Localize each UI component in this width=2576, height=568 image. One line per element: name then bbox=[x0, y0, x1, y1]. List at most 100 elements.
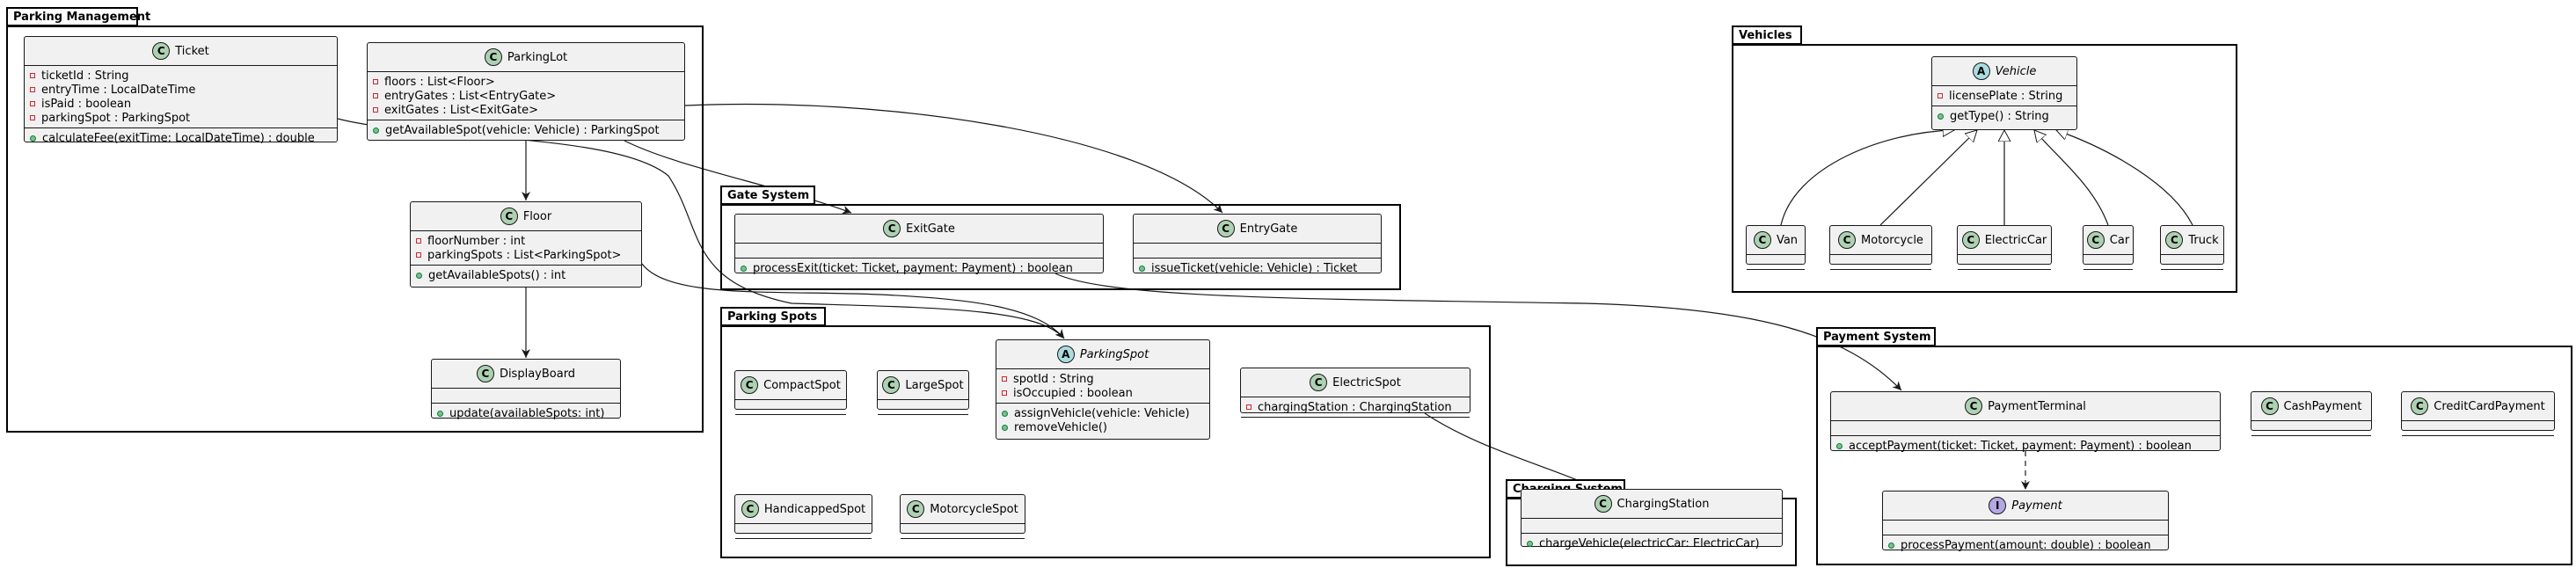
attributes-section bbox=[432, 389, 620, 404]
attributes-section bbox=[2251, 421, 2371, 436]
class-name: Floor bbox=[522, 209, 552, 223]
class-name: CashPayment bbox=[2283, 399, 2362, 413]
public-circle-icon bbox=[1937, 113, 1944, 120]
package-tab-parking-spots: Parking Spots bbox=[720, 307, 826, 326]
methods-section: chargeVehicle(electricCar: ElectricCar) bbox=[1522, 534, 1782, 553]
private-square-icon bbox=[1246, 404, 1252, 410]
attributes-section bbox=[735, 244, 1103, 259]
methods-section: assignVehicle(vehicle: Vehicle)removeVeh… bbox=[996, 404, 1209, 437]
class-name: Motorcycle bbox=[1861, 233, 1923, 247]
package-tab-vehicles: Vehicles bbox=[1732, 25, 1802, 45]
attribute-text: parkingSpots : List<ParkingSpot> bbox=[427, 248, 622, 262]
private-square-icon bbox=[30, 73, 35, 78]
class-cash-payment[interactable]: C CashPayment bbox=[2251, 391, 2372, 436]
private-square-icon bbox=[30, 101, 35, 106]
attribute-row: floorNumber : int bbox=[416, 234, 636, 248]
class-name: Payment bbox=[2011, 499, 2062, 513]
attribute-text: licensePlate : String bbox=[1949, 89, 2063, 103]
method-text: removeVehicle() bbox=[1014, 420, 1107, 434]
edge-parkinglot-exitgate bbox=[624, 140, 852, 215]
attribute-text: spotId : String bbox=[1013, 372, 1094, 386]
method-row: removeVehicle() bbox=[1002, 420, 1204, 434]
class-badge-icon: C bbox=[883, 220, 901, 237]
class-name: Ticket bbox=[175, 44, 209, 58]
attributes-section bbox=[735, 524, 872, 539]
attribute-row: floors : List<Floor> bbox=[373, 75, 679, 89]
private-square-icon bbox=[30, 115, 35, 120]
attribute-row: spotId : String bbox=[1002, 372, 1204, 386]
class-name: PaymentTerminal bbox=[1988, 399, 2086, 413]
method-row: calculateFee(exitTime: LocalDateTime) : … bbox=[30, 131, 332, 145]
class-name: MotorcycleSpot bbox=[930, 502, 1018, 516]
attribute-row: isOccupied : boolean bbox=[1002, 386, 1204, 400]
edge-car-vehicle bbox=[2034, 130, 2109, 226]
class-name: ChargingStation bbox=[1616, 497, 1710, 511]
attribute-row: entryGates : List<EntryGate> bbox=[373, 89, 679, 103]
class-header: C ChargingStation bbox=[1522, 490, 1782, 519]
abstract-badge-icon: A bbox=[1972, 62, 1990, 80]
methods-section bbox=[901, 539, 1025, 553]
public-circle-icon bbox=[1139, 265, 1145, 272]
methods-section: processPayment(amount: double) : boolean bbox=[1883, 535, 2168, 555]
edge-floor-parkingspot bbox=[641, 263, 1065, 339]
method-row: assignVehicle(vehicle: Vehicle) bbox=[1002, 406, 1204, 420]
private-square-icon bbox=[30, 87, 35, 92]
method-row: getAvailableSpot(vehicle: Vehicle) : Par… bbox=[373, 123, 679, 137]
public-circle-icon bbox=[437, 410, 443, 417]
class-badge-icon: C bbox=[741, 500, 759, 518]
package-vehicles bbox=[1732, 44, 2237, 293]
class-charging-station[interactable]: C ChargingStation chargeVehicle(electricCa… bbox=[1521, 489, 1783, 550]
public-circle-icon bbox=[741, 265, 747, 272]
method-text: update(availableSpots: int) bbox=[449, 406, 605, 420]
private-square-icon bbox=[416, 238, 421, 244]
class-badge-icon: C bbox=[1216, 220, 1235, 237]
class-badge-icon: C bbox=[1594, 495, 1612, 513]
edge-van-vehicle bbox=[1780, 130, 1954, 226]
methods-section bbox=[1747, 270, 1805, 284]
attributes-section: floors : List<Floor>entryGates : List<En… bbox=[368, 72, 684, 120]
class-name: Van bbox=[1776, 233, 1799, 247]
method-row: acceptPayment(ticket: Ticket, payment: P… bbox=[1836, 439, 2215, 453]
attribute-row: exitGates : List<ExitGate> bbox=[373, 103, 679, 117]
method-row: processExit(ticket: Ticket, payment: Pay… bbox=[741, 261, 1098, 275]
method-text: getAvailableSpot(vehicle: Vehicle) : Par… bbox=[385, 123, 660, 137]
attribute-text: isPaid : boolean bbox=[41, 97, 132, 111]
methods-section bbox=[735, 415, 846, 429]
attribute-text: parkingSpot : ParkingSpot bbox=[41, 111, 191, 125]
method-row: chargeVehicle(electricCar: ElectricCar) bbox=[1527, 536, 1777, 550]
class-badge-icon: C bbox=[476, 365, 494, 382]
method-text: chargeVehicle(electricCar: ElectricCar) bbox=[1539, 536, 1760, 550]
methods-section: update(availableSpots: int) bbox=[432, 404, 620, 423]
class-badge-icon: C bbox=[2260, 397, 2279, 415]
abstract-badge-icon: A bbox=[1056, 346, 1075, 363]
